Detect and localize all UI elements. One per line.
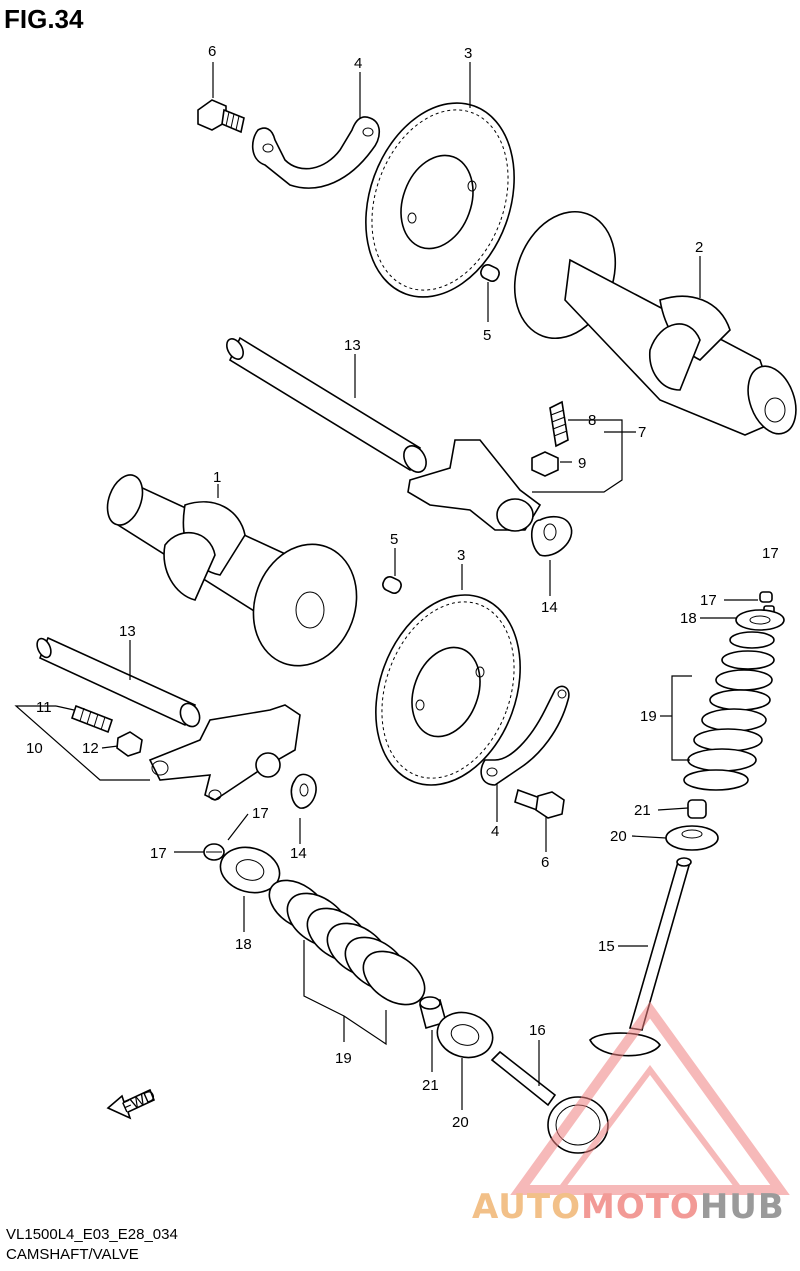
bolt-part-6-top bbox=[197, 99, 245, 134]
callout-16: 16 bbox=[529, 1022, 546, 1039]
callout-14-lower: 14 bbox=[290, 845, 307, 862]
callout-19-right: 19 bbox=[640, 708, 657, 725]
callout-6-mid: 6 bbox=[541, 854, 549, 871]
callout-19-lower: 19 bbox=[335, 1050, 352, 1067]
rocker-shaft-part-13-top bbox=[226, 336, 427, 473]
callout-4: 4 bbox=[354, 55, 362, 72]
model-code: VL1500L4_E03_E28_034 bbox=[6, 1226, 178, 1243]
callout-1: 1 bbox=[213, 469, 221, 486]
callout-5-mid: 5 bbox=[390, 531, 398, 548]
section-name: CAMSHAFT/VALVE bbox=[6, 1246, 139, 1263]
valve-part-16 bbox=[490, 1050, 609, 1154]
callout-18-right: 18 bbox=[680, 610, 697, 627]
callout-11: 11 bbox=[36, 699, 52, 716]
callout-17-right: 17 bbox=[700, 592, 717, 609]
callout-21-right: 21 bbox=[634, 802, 651, 819]
callout-15: 15 bbox=[598, 938, 615, 955]
rocker-arm-part-7-top bbox=[407, 400, 569, 532]
figure-title: FIG.34 bbox=[4, 4, 84, 34]
callout-3-mid: 3 bbox=[457, 547, 465, 564]
valve-spring-part-19-lower bbox=[268, 879, 426, 1006]
spring-retainer-part-18-right bbox=[735, 609, 785, 631]
callout-10: 10 bbox=[26, 740, 43, 757]
leader-lines bbox=[14, 62, 758, 1110]
bracket-part-4-top bbox=[251, 116, 381, 189]
dowel-pin-part-5-top bbox=[480, 264, 500, 282]
callout-labels: 6 4 3 2 5 13 8 9 7 1 5 3 14 17 17 18 13 … bbox=[26, 43, 779, 1131]
callout-17-lower-left: 17 bbox=[150, 845, 167, 862]
callout-8: 8 bbox=[588, 412, 596, 429]
rocker-shaft-part-13-lower bbox=[36, 636, 201, 728]
callout-6: 6 bbox=[208, 43, 216, 60]
valve-cotter-part-17-lower bbox=[203, 843, 225, 861]
camshaft-part-1 bbox=[106, 474, 358, 667]
watermark-hub: HUB bbox=[699, 1187, 785, 1227]
cam-sprocket-part-3-top bbox=[365, 102, 515, 298]
callout-7: 7 bbox=[638, 424, 646, 441]
watermark-text: AUTOMOTOHUB bbox=[472, 1187, 785, 1227]
callout-12: 12 bbox=[82, 740, 99, 757]
callout-21-lower: 21 bbox=[422, 1077, 439, 1094]
rocker-arm-part-10-lower bbox=[71, 704, 301, 801]
callout-18-lower: 18 bbox=[235, 936, 252, 953]
spring-seat-part-20-lower bbox=[436, 1011, 494, 1059]
callout-20-lower: 20 bbox=[452, 1114, 469, 1131]
callout-17-lower: 17 bbox=[252, 805, 269, 822]
dowel-pin-part-5-mid bbox=[382, 576, 402, 594]
callout-13: 13 bbox=[344, 337, 361, 354]
fwd-label: FWD bbox=[120, 1087, 158, 1116]
callout-3: 3 bbox=[464, 45, 472, 62]
bolt-part-6-mid bbox=[514, 788, 565, 819]
callout-2: 2 bbox=[695, 239, 703, 256]
callout-17-right-top: 17 bbox=[762, 545, 779, 562]
bracket-part-4-mid bbox=[480, 685, 570, 786]
callout-4-mid: 4 bbox=[491, 823, 499, 840]
callout-20-right: 20 bbox=[610, 828, 627, 845]
stem-seal-part-21-right bbox=[687, 799, 707, 819]
spring-seat-part-20-right bbox=[665, 825, 719, 851]
valve-spring-part-19-right bbox=[683, 631, 775, 791]
camshaft-part-2 bbox=[513, 210, 797, 436]
stopper-part-14-lower bbox=[290, 773, 317, 809]
watermark-auto: AUTO bbox=[472, 1187, 581, 1227]
callout-14: 14 bbox=[541, 599, 558, 616]
callout-9: 9 bbox=[578, 455, 586, 472]
watermark-logo bbox=[510, 1001, 790, 1195]
callout-5: 5 bbox=[483, 327, 491, 344]
stopper-part-14-top bbox=[530, 515, 573, 557]
spring-retainer-part-18-lower bbox=[219, 846, 281, 894]
cam-sprocket-part-3-mid bbox=[375, 594, 521, 786]
callout-13-lower: 13 bbox=[119, 623, 136, 640]
watermark-moto: MOTO bbox=[580, 1187, 700, 1227]
forward-direction-arrow: FWD bbox=[106, 1087, 158, 1120]
